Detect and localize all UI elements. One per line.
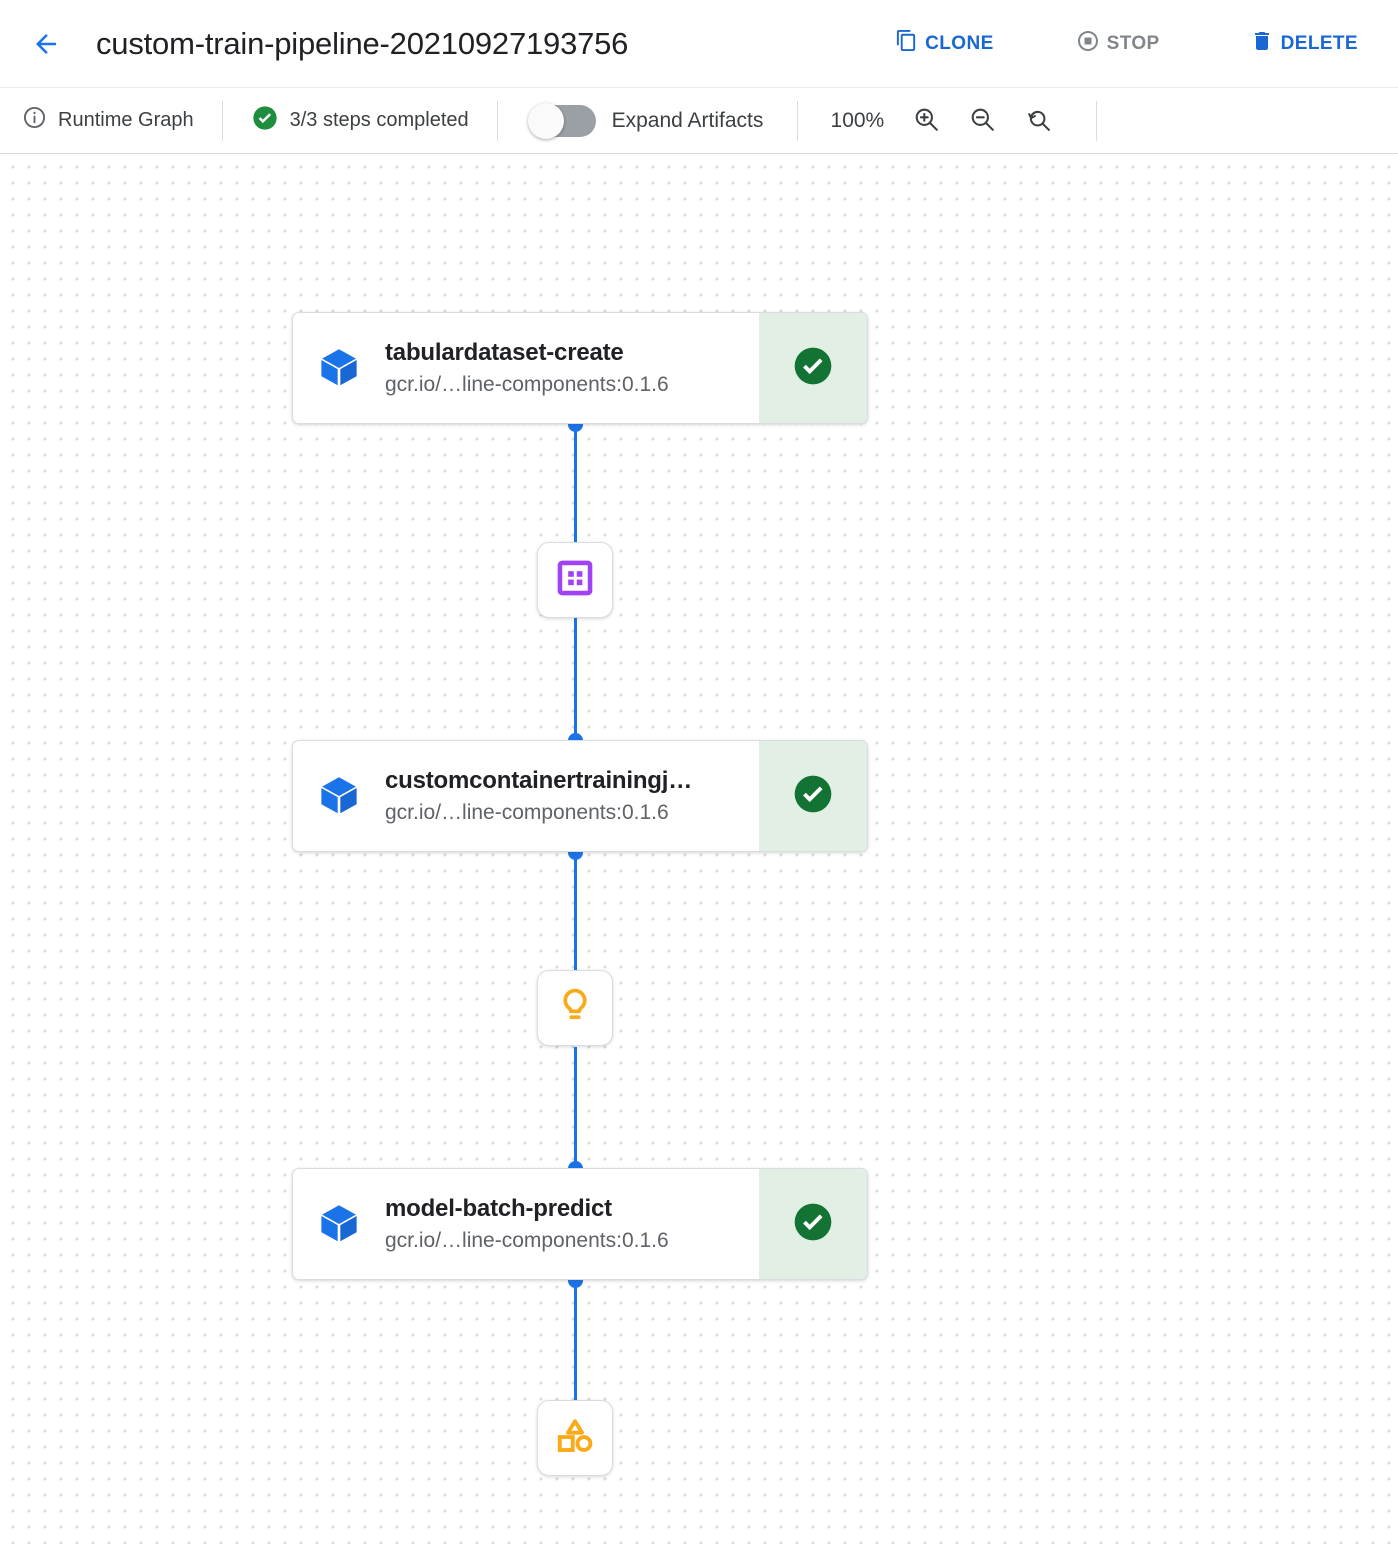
- lightbulb-icon: [554, 985, 596, 1032]
- node-title: customcontainertrainingj…: [385, 766, 693, 794]
- info-icon: [22, 105, 47, 136]
- node-title: tabulardataset-create: [385, 338, 624, 366]
- expand-artifacts-label: Expand Artifacts: [611, 108, 764, 132]
- toolbar-divider-1: [221, 100, 223, 141]
- pipeline-node-tabulardataset-create[interactable]: tabulardataset-create gcr.io/…line-compo…: [292, 312, 868, 424]
- page-title: custom-train-pipeline-20210927193756: [96, 25, 629, 61]
- stop-button[interactable]: STOP: [1062, 21, 1174, 67]
- header-actions: CLONE STOP DELETE: [881, 21, 1372, 67]
- check-circle-icon: [791, 344, 835, 393]
- check-circle-icon: [791, 1200, 835, 1249]
- runtime-graph-label: Runtime Graph: [58, 109, 194, 131]
- clone-button-label: CLONE: [925, 32, 994, 54]
- stop-button-label: STOP: [1106, 32, 1160, 54]
- dataset-icon: [554, 557, 596, 604]
- edge-artifact2-to-node3: [574, 1047, 577, 1169]
- node-subtitle: gcr.io/…line-components:0.1.6: [385, 1228, 669, 1252]
- artifact-node-model[interactable]: [537, 970, 613, 1046]
- arrow-back-icon: [31, 29, 61, 59]
- back-button[interactable]: [24, 22, 68, 66]
- stop-icon: [1076, 29, 1100, 59]
- zoom-out-icon: [968, 105, 997, 137]
- toggle-track[interactable]: [527, 102, 596, 139]
- clone-button[interactable]: CLONE: [881, 21, 1008, 66]
- cube-icon: [315, 772, 363, 820]
- node-text: model-batch-predict gcr.io/…line-compone…: [385, 1194, 669, 1254]
- page-header: custom-train-pipeline-20210927193756 CLO…: [0, 0, 1398, 88]
- toolbar-divider-3: [797, 100, 799, 141]
- artifact-node-batch-prediction[interactable]: [537, 1400, 613, 1476]
- zoom-reset-icon: [1024, 105, 1053, 137]
- node-text: tabulardataset-create gcr.io/…line-compo…: [385, 338, 669, 398]
- zoom-in-icon: [912, 105, 941, 137]
- check-circle-icon: [251, 104, 279, 138]
- trash-icon: [1250, 29, 1274, 59]
- node-status-panel: [759, 313, 867, 423]
- node-status-panel: [759, 741, 867, 851]
- node-body: customcontainertrainingj… gcr.io/…line-c…: [293, 741, 759, 851]
- artifact-node-dataset[interactable]: [537, 542, 613, 618]
- node-body: tabulardataset-create gcr.io/…line-compo…: [293, 313, 759, 423]
- toolbar-divider-4: [1096, 100, 1098, 141]
- cube-icon: [315, 344, 363, 392]
- runtime-graph-item[interactable]: Runtime Graph: [22, 105, 222, 136]
- edge-artifact1-to-node2: [574, 618, 577, 740]
- expand-artifacts-toggle[interactable]: Expand Artifacts: [498, 102, 798, 139]
- check-circle-icon: [791, 772, 835, 821]
- zoom-level-value: 100%: [830, 108, 885, 132]
- pipeline-graph-canvas[interactable]: tabulardataset-create gcr.io/…line-compo…: [0, 154, 1398, 1544]
- delete-button-label: DELETE: [1280, 32, 1358, 54]
- shapes-icon: [554, 1415, 596, 1462]
- pipeline-node-model-batch-predict[interactable]: model-batch-predict gcr.io/…line-compone…: [292, 1168, 868, 1280]
- zoom-out-button[interactable]: [958, 97, 1006, 145]
- node-subtitle: gcr.io/…line-components:0.1.6: [385, 800, 669, 824]
- pipeline-node-customcontainertrainingjob[interactable]: customcontainertrainingj… gcr.io/…line-c…: [292, 740, 868, 852]
- edge-node3-to-artifact3: [574, 1282, 577, 1430]
- node-status-panel: [759, 1169, 867, 1279]
- delete-button[interactable]: DELETE: [1236, 21, 1372, 67]
- node-text: customcontainertrainingj… gcr.io/…line-c…: [385, 766, 692, 826]
- toolbar-divider-2: [496, 100, 498, 141]
- zoom-in-button[interactable]: [902, 97, 950, 145]
- node-body: model-batch-predict gcr.io/…line-compone…: [293, 1169, 759, 1279]
- steps-status-item: 3/3 steps completed: [223, 104, 497, 138]
- node-subtitle: gcr.io/…line-components:0.1.6: [385, 372, 669, 396]
- zoom-reset-button[interactable]: [1014, 97, 1062, 145]
- toggle-knob: [527, 102, 564, 139]
- node-title: model-batch-predict: [385, 1194, 612, 1222]
- steps-status-label: 3/3 steps completed: [289, 109, 469, 131]
- cube-icon: [315, 1200, 363, 1248]
- edge-node1-to-artifact1: [574, 424, 577, 542]
- edge-node2-to-artifact2: [574, 854, 577, 972]
- clone-icon: [895, 29, 918, 58]
- graph-toolbar: Runtime Graph 3/3 steps completed Expand…: [0, 88, 1398, 154]
